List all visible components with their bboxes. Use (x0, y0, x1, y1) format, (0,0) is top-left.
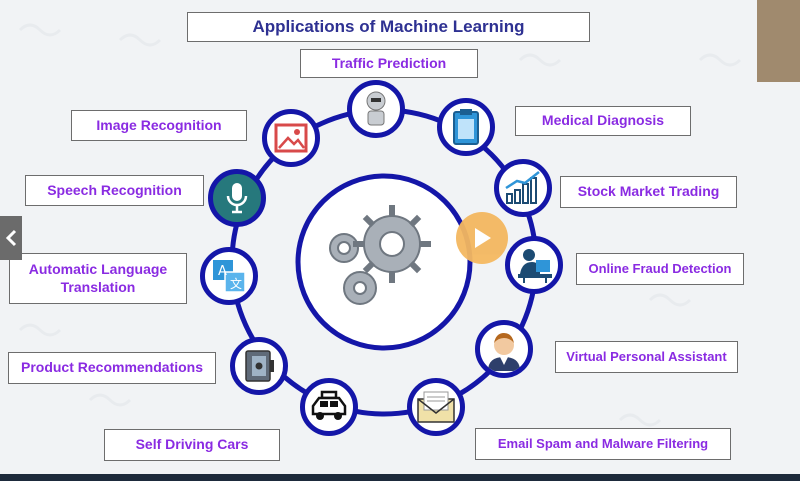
label-stock-market-trading: Stock Market Trading (560, 176, 737, 208)
label-traffic-prediction: Traffic Prediction (300, 49, 478, 78)
microphone-icon (226, 183, 248, 214)
label-email-spam-malware-filtering: Email Spam and Malware Filtering (475, 428, 731, 460)
safe-icon (245, 350, 274, 382)
image-node (262, 109, 320, 167)
assistant-node (475, 320, 533, 378)
car-icon (311, 390, 347, 420)
image-icon (274, 123, 308, 153)
medical-node (437, 98, 495, 156)
svg-text:文: 文 (230, 276, 242, 291)
diagram-title: Applications of Machine Learning (187, 12, 590, 42)
label-medical-diagnosis: Medical Diagnosis (515, 106, 691, 136)
envelope-icon (417, 391, 455, 423)
chevron-left-icon (5, 229, 17, 247)
label-product-recommendations: Product Recommendations (8, 352, 216, 384)
fraud-node (505, 236, 563, 294)
play-icon (475, 228, 491, 248)
label-automatic-language-translation: Automatic Language Translation (9, 253, 187, 304)
product-node (230, 337, 288, 395)
driving-node (300, 378, 358, 436)
play-button[interactable] (456, 212, 508, 264)
speech-node (208, 169, 266, 227)
label-virtual-personal-assistant: Virtual Personal Assistant (555, 341, 738, 373)
assistant-avatar-icon (488, 333, 520, 371)
player-progress-bar[interactable] (0, 474, 800, 481)
webcam-overlay (757, 0, 800, 82)
email-node (407, 378, 465, 436)
clipboard-icon (453, 109, 479, 145)
gears-icon (329, 205, 431, 305)
label-speech-recognition: Speech Recognition (25, 175, 204, 206)
traffic-node (347, 80, 405, 138)
stock-node (494, 159, 552, 217)
label-self-driving-cars: Self Driving Cars (104, 429, 280, 461)
label-image-recognition: Image Recognition (71, 110, 247, 141)
person-at-desk-icon (518, 249, 552, 283)
translate-icon: A文 (213, 260, 246, 293)
previous-button[interactable] (0, 216, 22, 260)
robot-icon (366, 91, 386, 126)
label-online-fraud-detection: Online Fraud Detection (576, 253, 744, 285)
chart-icon (505, 171, 540, 204)
svg-text:A: A (218, 264, 227, 279)
